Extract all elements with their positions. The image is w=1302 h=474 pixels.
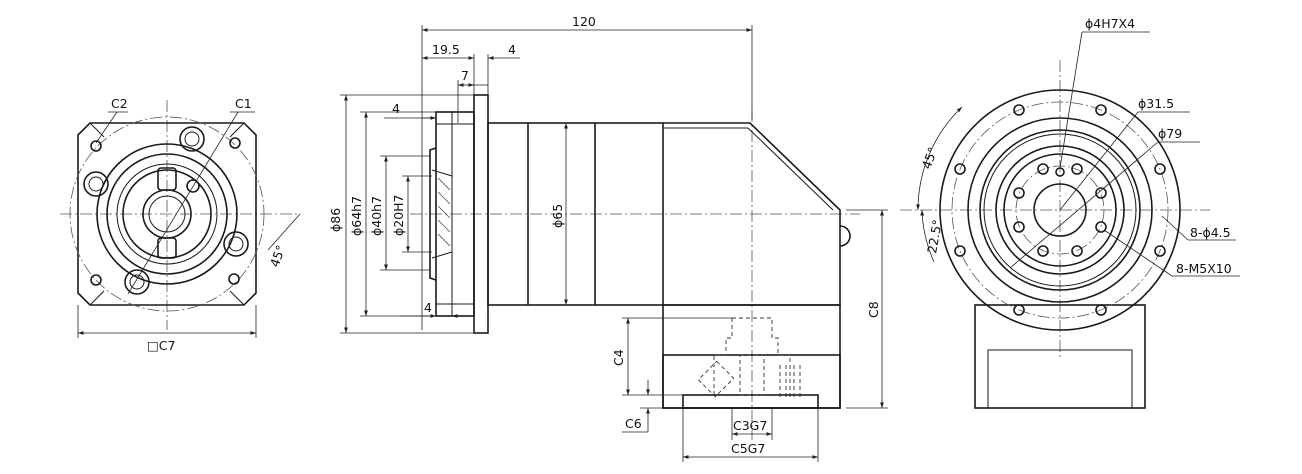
label-holes-8-4-5: 8-ϕ4.5 — [1190, 225, 1231, 240]
label-dia-86: ϕ86 — [328, 208, 343, 232]
label-len-4-left: 4 — [392, 101, 400, 116]
label-c1: C1 — [235, 96, 252, 111]
label-dia-31-5: ϕ31.5 — [1138, 96, 1174, 111]
label-len-4-top: 4 — [508, 42, 516, 57]
label-dia-20h7: ϕ20H7 — [391, 194, 406, 236]
side-view-gearbox — [340, 25, 888, 462]
label-len-120: 120 — [572, 14, 596, 29]
label-threads-8-m5x10: 8-M5X10 — [1176, 261, 1232, 276]
label-angle-45-left: 45° — [267, 243, 289, 269]
label-len-7: 7 — [461, 68, 469, 83]
label-angle-45-right: 45° — [919, 145, 941, 171]
label-c2: C2 — [111, 96, 128, 111]
label-dia-64h7: ϕ64h7 — [349, 196, 364, 236]
label-len-19-5: 19.5 — [432, 42, 460, 57]
front-view-square-flange — [60, 100, 301, 338]
label-square-c7: □C7 — [147, 338, 176, 353]
output-view-round-flange — [900, 31, 1240, 409]
label-dia-4h7x4: ϕ4H7X4 — [1085, 16, 1135, 31]
label-c5g7: C5G7 — [731, 441, 765, 456]
label-c8: C8 — [866, 301, 881, 318]
label-dia-79: ϕ79 — [1158, 126, 1182, 141]
label-len-4-bottom: 4 — [424, 300, 432, 315]
label-c6: C6 — [625, 416, 642, 431]
label-dia-40h7: ϕ40h7 — [369, 196, 384, 236]
label-c3g7: C3G7 — [733, 418, 767, 433]
label-c4: C4 — [611, 349, 626, 366]
label-dia-65: ϕ65 — [550, 204, 565, 228]
label-angle-22-5: 22.5° — [924, 218, 945, 254]
